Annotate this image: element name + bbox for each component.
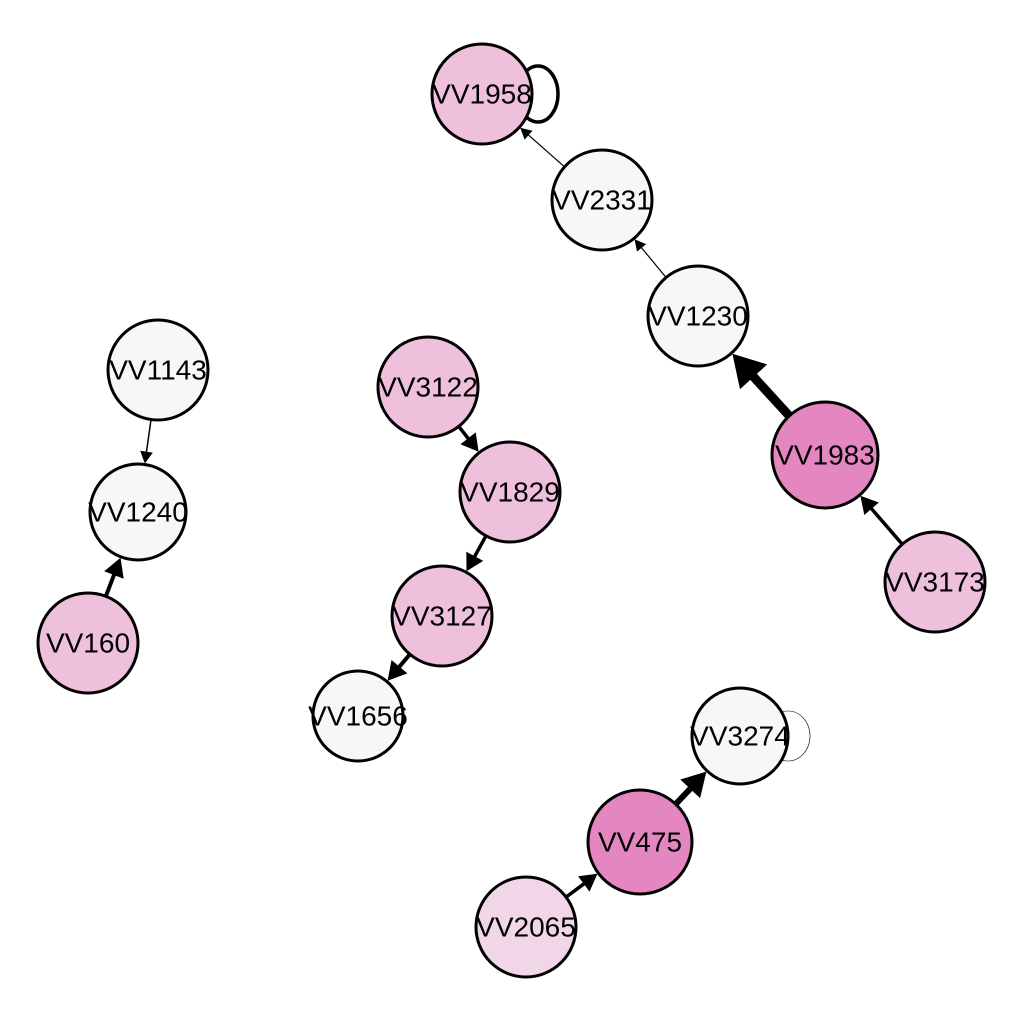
node-label: VV1983 [775, 440, 875, 471]
node-VV2065[interactable]: VV2065 [474, 875, 578, 979]
node-circle [690, 686, 790, 786]
node-circle [376, 335, 480, 439]
node-label: VV160 [46, 628, 130, 659]
node-circle [430, 42, 534, 146]
edge-arrowhead [634, 239, 647, 252]
node-label: VV1143 [109, 355, 207, 386]
edge-line [104, 573, 117, 597]
edge-VV160-VV1240 [104, 557, 124, 597]
edge-arrowhead [732, 353, 768, 390]
edge-line [527, 134, 565, 167]
node-circle [770, 400, 880, 510]
edge-VV2065-VV475 [565, 873, 598, 898]
edge-line [640, 246, 666, 278]
edge-VV3127-VV1656 [387, 653, 411, 681]
edge-line [397, 653, 411, 669]
node-circle [550, 148, 654, 252]
node-label: VV3127 [392, 601, 492, 632]
edge-VV2331-VV1958 [520, 127, 565, 167]
node-VV3173[interactable]: VV3173 [883, 530, 987, 634]
node-VV3274[interactable]: VV3274 [690, 686, 790, 786]
node-VV1829[interactable]: VV1829 [458, 440, 562, 544]
edge-arrowhead [460, 432, 479, 452]
edge-VV1829-VV3127 [466, 535, 488, 572]
node-label: VV1829 [460, 477, 560, 508]
edge-arrowhead [578, 873, 598, 892]
node-label: VV3274 [690, 721, 790, 752]
edges-layer [104, 64, 903, 898]
node-circle [458, 440, 562, 544]
node-VV1240[interactable]: VV1240 [88, 462, 188, 562]
edge-arrowhead [140, 450, 153, 464]
node-circle [586, 788, 694, 896]
node-label: VV3122 [378, 372, 478, 403]
edge-line [565, 881, 586, 898]
node-VV1958[interactable]: VV1958 [430, 42, 534, 146]
node-circle [88, 462, 188, 562]
node-label: VV2331 [552, 185, 652, 216]
node-label: VV2065 [476, 912, 576, 943]
node-label: VV1656 [308, 701, 408, 732]
node-label: VV3173 [885, 567, 985, 598]
node-label: VV1230 [648, 301, 748, 332]
node-circle [390, 564, 494, 668]
edge-arrowhead [680, 771, 707, 799]
edge-VV1983-VV1230 [732, 353, 792, 419]
node-VV3127[interactable]: VV3127 [390, 564, 494, 668]
node-circle [474, 875, 578, 979]
edge-line [145, 420, 152, 453]
node-circle [883, 530, 987, 634]
edge-line [749, 373, 792, 419]
node-label: VV475 [598, 827, 682, 858]
node-VV1656[interactable]: VV1656 [308, 669, 408, 763]
node-VV2331[interactable]: VV2331 [550, 148, 654, 252]
edge-VV3173-VV1983 [860, 495, 903, 545]
edge-VV1143-VV1240 [140, 420, 153, 464]
edge-arrowhead [520, 127, 533, 140]
edge-VV1230-VV2331 [634, 239, 666, 278]
edge-arrowhead [104, 557, 124, 579]
node-VV1143[interactable]: VV1143 [106, 318, 210, 422]
node-circle [646, 264, 750, 368]
node-label: VV1240 [88, 497, 188, 528]
node-label: VV1958 [432, 79, 532, 110]
edge-line [869, 506, 903, 545]
edge-line [674, 786, 694, 806]
node-circle [311, 669, 405, 763]
edge-line [458, 426, 471, 441]
node-VV3122[interactable]: VV3122 [376, 335, 480, 439]
node-VV1983[interactable]: VV1983 [770, 400, 880, 510]
edge-line [472, 535, 488, 559]
edge-arrowhead [466, 551, 484, 572]
node-circle [106, 318, 210, 422]
node-VV160[interactable]: VV160 [36, 591, 140, 695]
node-circle [36, 591, 140, 695]
edge-arrowhead [860, 495, 879, 515]
node-VV475[interactable]: VV475 [586, 788, 694, 896]
edge-VV3122-VV1829 [458, 426, 479, 452]
edge-arrowhead [387, 660, 408, 681]
node-VV1230[interactable]: VV1230 [646, 264, 750, 368]
edge-VV475-VV3274 [674, 771, 707, 806]
